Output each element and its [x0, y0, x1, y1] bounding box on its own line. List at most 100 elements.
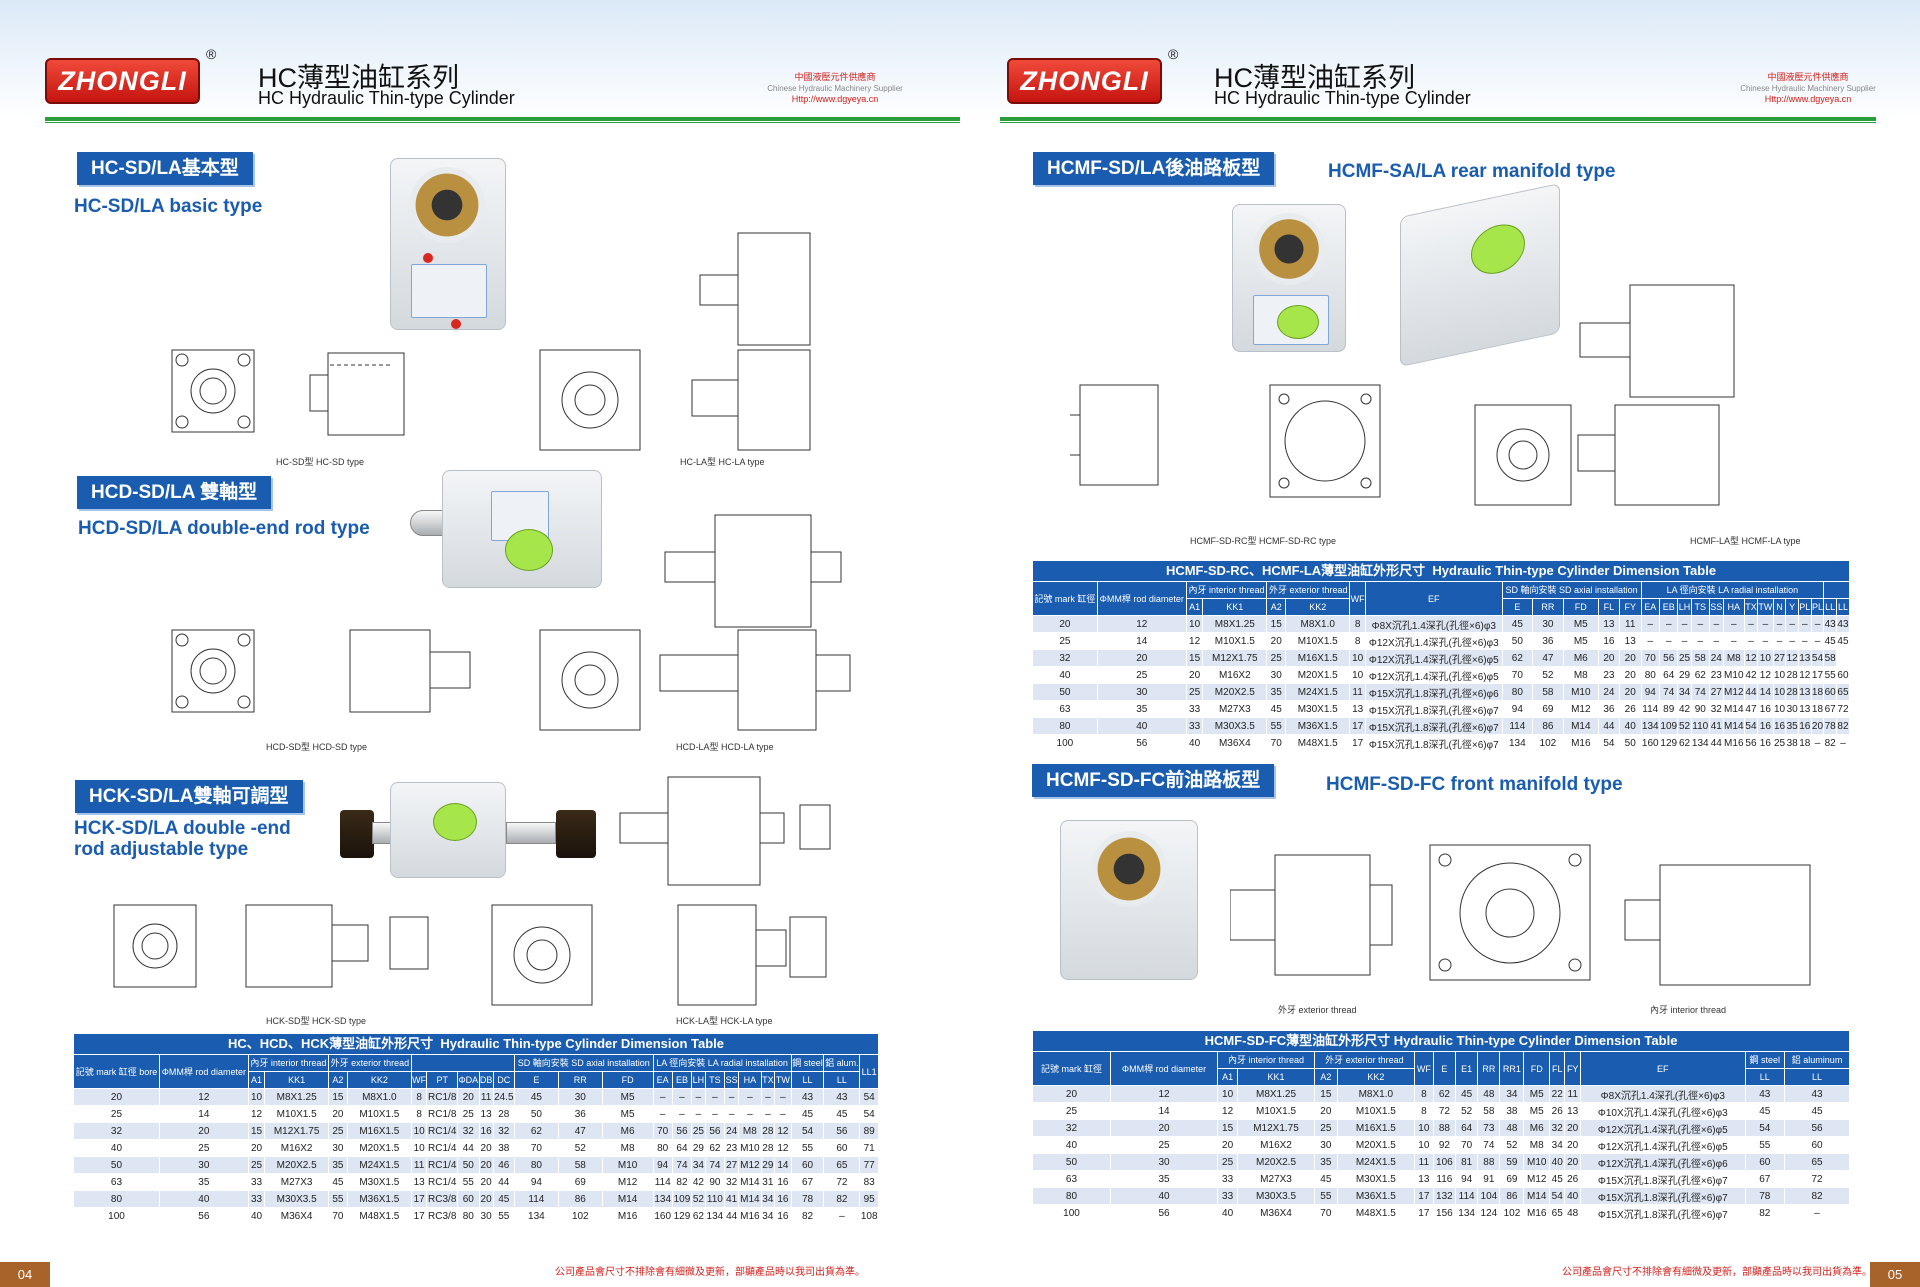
table-cell: 30: [327, 1139, 348, 1157]
col-header: EF: [1364, 581, 1503, 616]
supplier-url[interactable]: Http://www.dgyeya.cn: [1764, 94, 1852, 104]
table-cell: 20: [1810, 717, 1825, 735]
drawing-caption: HCK-LA型 HCK-LA type: [676, 1016, 773, 1026]
table-cell: M12: [1562, 700, 1599, 718]
table-cell: 11: [1618, 615, 1642, 633]
adjust-nut: [556, 810, 596, 858]
table-cell: 47: [1743, 700, 1759, 718]
table-cell: 64: [1455, 1119, 1479, 1137]
table-cell: 56: [823, 1122, 861, 1140]
table-cell: M5: [1523, 1102, 1551, 1120]
col-header: A1: [1185, 598, 1204, 616]
cylinder-photo: [1060, 820, 1198, 980]
table-cell: –: [1810, 632, 1825, 650]
col-header: LH: [691, 1071, 706, 1089]
table-cell: M6: [1562, 649, 1599, 667]
table-cell: 17: [1413, 1204, 1434, 1222]
table-cell: 50: [457, 1156, 480, 1174]
col-header: LL: [1835, 598, 1851, 616]
col-sd: SD 軸向安裝 SD axial installation: [513, 1054, 654, 1072]
table-cell: 62: [1501, 649, 1534, 667]
table-cell: 40: [247, 1207, 266, 1225]
table-cell: Φ15Χ沉孔1.8深孔(孔徑×6)φ7: [1364, 717, 1503, 735]
table-cell: M36X4: [1237, 1204, 1315, 1222]
table-cell: 94: [513, 1173, 559, 1191]
table-cell: 17: [410, 1190, 428, 1208]
product-sticker: [1471, 219, 1525, 279]
table-cell: M16X2: [1237, 1136, 1315, 1154]
col-header: LL: [1744, 1068, 1786, 1086]
cylinder-rod: [506, 822, 556, 844]
col-header: KK2: [1285, 598, 1351, 616]
col-header: RR: [557, 1071, 603, 1089]
table-cell: 80: [1032, 717, 1098, 735]
table-cell: 30: [158, 1156, 249, 1174]
supplier-cn: 中國液壓元件供應商: [794, 72, 876, 82]
table-cell: 11: [410, 1156, 428, 1174]
table-cell: Φ15Χ沉孔1.8深孔(孔徑×6)φ7: [1364, 700, 1503, 718]
table-cell: M30X3.5: [1237, 1187, 1315, 1205]
table-cell: 80: [1032, 1187, 1111, 1205]
table-cell: 50: [1501, 632, 1534, 650]
table-cell: –: [671, 1088, 693, 1106]
table-cell: 34: [1499, 1085, 1525, 1103]
table-cell: 58: [1823, 649, 1837, 667]
table-cell: M27X3: [1237, 1170, 1315, 1188]
table-cell: –: [1784, 1204, 1850, 1222]
header-rule-thin: [45, 122, 960, 123]
table-cell: 27: [1772, 649, 1787, 667]
table-cell: 58: [1690, 649, 1711, 667]
table-cell: 10: [410, 1139, 428, 1157]
table-cell: 11: [478, 1088, 494, 1106]
table-cell: 10: [1413, 1136, 1434, 1154]
table-cell: M10: [601, 1156, 654, 1174]
table-title: HCMF-SD-RC、HCMF-LA薄型油缸外形尺寸 Hydraulic Thi…: [1032, 560, 1850, 582]
dimension-table-fc: HCMF-SD-FC薄型油缸外形尺寸 Hydraulic Thin-type C…: [1032, 1030, 1850, 1222]
product-sticker: [1277, 305, 1319, 339]
table-cell: 110: [1690, 717, 1711, 735]
table-cell: 30: [478, 1207, 494, 1225]
table-cell: 63: [73, 1173, 160, 1191]
table-cell: 38: [1499, 1102, 1525, 1120]
table-cell: –: [652, 1088, 673, 1106]
page-number: 04: [0, 1262, 50, 1287]
left-page: ZHONGLI ® HC薄型油缸系列 HC Hydraulic Thin-typ…: [0, 0, 960, 1287]
table-cell: Φ15Χ沉孔1.8深孔(孔徑×6)φ7: [1364, 734, 1503, 752]
table-cell: M5: [1562, 615, 1599, 633]
table-cell: 8: [410, 1105, 428, 1123]
table-cell: 160: [1640, 734, 1661, 752]
table-cell: 20: [1313, 1102, 1338, 1120]
table-cell: M12X1.75: [264, 1122, 329, 1140]
table-cell: 45: [1823, 632, 1837, 650]
table-cell: 17: [1349, 734, 1366, 752]
col-header: E: [1432, 1051, 1457, 1086]
table-cell: 10: [1185, 615, 1204, 633]
col-header: E1: [1455, 1051, 1479, 1086]
table-cell: 40: [1564, 1187, 1582, 1205]
table-cell: 10: [1757, 649, 1774, 667]
table-cell: 70: [1313, 1204, 1338, 1222]
table-cell: 72: [823, 1173, 861, 1191]
col-rod: ΦMM桿 rod diameter: [1109, 1051, 1219, 1086]
table-cell: 55: [790, 1139, 825, 1157]
table-cell: 23: [724, 1139, 740, 1157]
table-cell: 134: [1501, 734, 1534, 752]
table-cell: 50: [1032, 683, 1098, 701]
brand-logo: ZHONGLI: [45, 58, 200, 104]
table-cell: 54: [1743, 717, 1759, 735]
table-cell: 100: [1032, 1204, 1111, 1222]
table-cell: –: [1743, 615, 1759, 633]
table-cell: M5: [601, 1105, 654, 1123]
table-cell: –: [1810, 734, 1825, 752]
table-cell: 54: [790, 1122, 825, 1140]
col-header: FY: [1564, 1051, 1582, 1086]
supplier-url[interactable]: Http://www.dgyeya.cn: [791, 94, 879, 104]
table-cell: 70: [1640, 649, 1661, 667]
